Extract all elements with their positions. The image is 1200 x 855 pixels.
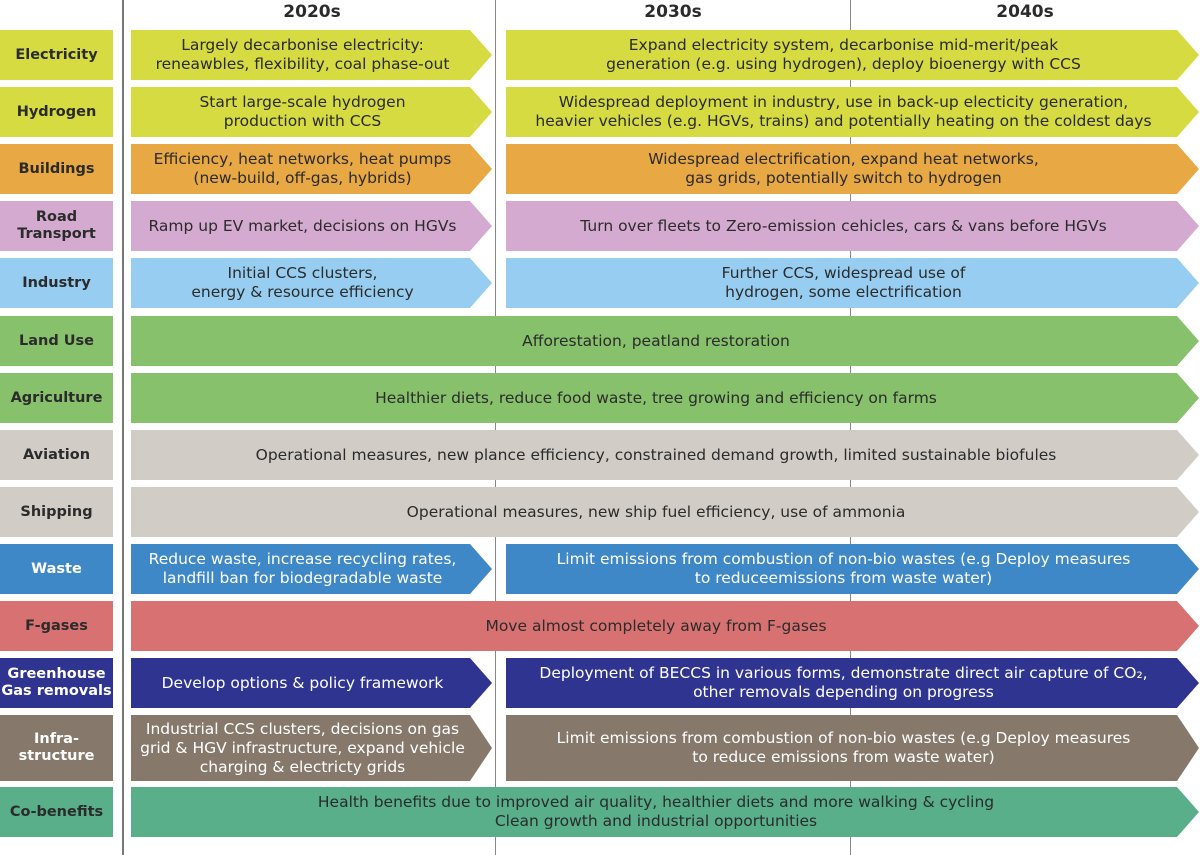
divider-line (495, 0, 496, 855)
arrow-full-shipping: Operational measures, new ship fuel effi… (131, 487, 1199, 537)
row-label-road-transport: Road Transport (0, 201, 113, 251)
arrow-full-agriculture: Healthier diets, reduce food waste, tree… (131, 373, 1199, 423)
arrow-2020s-road-transport: Ramp up EV market, decisions on HGVs (131, 201, 492, 251)
arrow-2030s-2040s-industry: Further CCS, widespread use of hydrogen,… (506, 258, 1199, 308)
row-label-infra-structure: Infra- structure (0, 715, 113, 781)
header-2040s: 2040s (996, 2, 1054, 22)
row-label-aviation: Aviation (0, 430, 113, 480)
arrow-2020s-greenhouse-gas-removals: Develop options & policy framework (131, 658, 492, 708)
header-2030s: 2030s (644, 2, 702, 22)
arrow-full-f-gases: Move almost completely away from F-gases (131, 601, 1199, 651)
arrow-2020s-hydrogen: Start large-scale hydrogen production wi… (131, 87, 492, 137)
row-label-waste: Waste (0, 544, 113, 594)
arrow-2020s-industry: Initial CCS clusters, energy & resource … (131, 258, 492, 308)
row-label-electricity: Electricity (0, 30, 113, 80)
arrow-full-land-use: Afforestation, peatland restoration (131, 316, 1199, 366)
arrow-2030s-2040s-infra-structure: Limit emissions from combustion of non-b… (506, 715, 1199, 781)
arrow-2020s-electricity: Largely decarbonise electricity: reneawb… (131, 30, 492, 80)
arrow-2030s-2040s-electricity: Expand electricity system, decarbonise m… (506, 30, 1199, 80)
divider-line (122, 0, 124, 855)
arrow-2030s-2040s-hydrogen: Widespread deployment in industry, use i… (506, 87, 1199, 137)
row-label-hydrogen: Hydrogen (0, 87, 113, 137)
divider-line (850, 0, 851, 855)
row-label-industry: Industry (0, 258, 113, 308)
row-label-co-benefits: Co-benefits (0, 787, 113, 837)
arrow-full-aviation: Operational measures, new plance efficie… (131, 430, 1199, 480)
row-label-agriculture: Agriculture (0, 373, 113, 423)
arrow-2020s-waste: Reduce waste, increase recycling rates, … (131, 544, 492, 594)
arrow-full-co-benefits: Health benefits due to improved air qual… (131, 787, 1199, 837)
arrow-2030s-2040s-road-transport: Turn over fleets to Zero-emission cehicl… (506, 201, 1199, 251)
row-label-shipping: Shipping (0, 487, 113, 537)
arrow-2030s-2040s-buildings: Widespread electrification, expand heat … (506, 144, 1199, 194)
arrow-2020s-buildings: Efficiency, heat networks, heat pumps (n… (131, 144, 492, 194)
row-label-f-gases: F-gases (0, 601, 113, 651)
arrow-2020s-infra-structure: Industrial CCS clusters, decisions on ga… (131, 715, 492, 781)
arrow-2030s-2040s-waste: Limit emissions from combustion of non-b… (506, 544, 1199, 594)
row-label-land-use: Land Use (0, 316, 113, 366)
arrow-2030s-2040s-greenhouse-gas-removals: Deployment of BECCS in various forms, de… (506, 658, 1199, 708)
row-label-buildings: Buildings (0, 144, 113, 194)
header-2020s: 2020s (283, 2, 341, 22)
row-label-greenhouse-gas-removals: Greenhouse Gas removals (0, 658, 113, 708)
